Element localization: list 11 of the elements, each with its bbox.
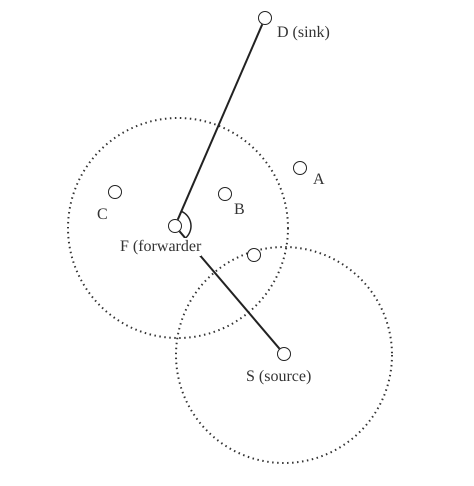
node-circle	[277, 347, 291, 361]
node-label: F (forwarder	[120, 238, 202, 256]
node-circle	[218, 187, 232, 201]
node-circle	[247, 248, 261, 262]
node-circle	[258, 11, 272, 25]
node-label: D (sink)	[277, 24, 330, 42]
node-circle	[293, 161, 307, 175]
node-label: S (source)	[246, 368, 312, 386]
connector-line	[176, 24, 264, 220]
node-circle	[108, 185, 122, 199]
node-circle	[168, 219, 182, 233]
